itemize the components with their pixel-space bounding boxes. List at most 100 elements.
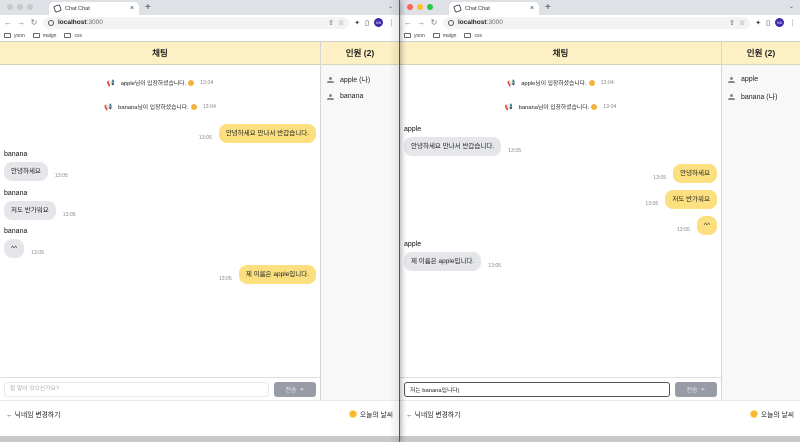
chat-panel: 채팅 📢 apple님이 입장하셨습니다. 13:04 📢 banana님이 입… [0,42,321,400]
tab-search-chevron-icon[interactable]: ⌄ [387,4,393,10]
message-sender: banana [4,228,28,235]
bookmark-folder-malgn[interactable]: malgn [432,33,456,39]
close-tab-icon[interactable]: × [529,5,534,12]
close-window-button[interactable] [7,4,13,10]
bookmark-folder-css[interactable]: css [64,33,82,39]
profile-avatar[interactable]: KB [374,18,383,27]
share-icon[interactable]: ⇧ [328,19,334,27]
bookmark-folder-yoon[interactable]: yoon [404,33,425,39]
message-list[interactable]: 📢 apple님이 입장하셨습니다. 13:04 📢 banana님이 입장하셨… [0,65,320,377]
app-footer: ← 닉네임 변경하기 오늘의 날씨 [0,400,399,436]
message-bubble: 저도 반가워요 [665,190,717,209]
message-list[interactable]: 📢 apple님이 입장하셨습니다. 13:04 📢 banana님이 입장하셨… [400,65,721,377]
message-bubble: 제 이름은 apple입니다. [238,265,316,284]
message-row: 저도 반가워요 13:05 [4,201,316,220]
tab-chat-chat[interactable]: Chat Chat × [449,2,539,15]
extensions-icon[interactable]: ✦ [354,19,361,27]
app-main: 채팅 📢 apple님이 입장하셨습니다. 13:04 📢 banana님이 입… [0,42,399,400]
message-sender: apple [404,241,422,248]
bookmarks-bar: yoon malgn css [0,30,399,42]
tab-strip: Chat Chat × + ⌄ [0,0,399,15]
message-row: 13:05 저도 반가워요 [404,190,717,209]
message-bubble: 안녕하세요 [673,164,717,183]
change-nickname-link[interactable]: ← 닉네임 변경하기 [6,412,61,419]
bookmark-folder-malgn[interactable]: malgn [32,33,56,39]
new-tab-button[interactable]: + [145,2,151,13]
notice-time: 13:04 [200,79,214,86]
weather-link[interactable]: 오늘의 날씨 [750,409,794,419]
message-row: 13:05 안녕하세요 만나서 반갑습니다. [4,124,316,143]
message-row: 13:05 안녕하세요 [404,164,717,183]
smile-emoji-icon [591,104,598,111]
chat-app: 채팅 📢 apple님이 입장하셨습니다. 13:04 📢 banana님이 입… [0,42,399,442]
message-sender: apple [404,126,422,133]
side-panel-icon[interactable]: ▯ [766,19,770,27]
message-time: 13:05 [508,148,522,154]
back-button[interactable]: ← [4,18,12,27]
reload-button[interactable]: ↻ [30,18,38,27]
bookmark-star-icon[interactable]: ☆ [738,19,746,27]
profile-avatar[interactable]: KB [775,18,784,27]
address-bar[interactable]: localhost:3000 ⇧ ☆ [43,16,350,29]
back-button[interactable]: ← [404,18,412,27]
folder-icon [464,33,472,38]
megaphone-icon: 📢 [507,79,516,87]
forward-button[interactable]: → [17,18,25,27]
message-row: 제 이름은 apple입니다. 13:05 [404,252,717,271]
message-time: 13:05 [31,250,45,256]
send-icon: ➢ [299,386,305,393]
tab-strip: Chat Chat × + ⌄ [400,0,800,15]
browser-menu-icon[interactable]: ⋮ [388,19,395,27]
person-icon [327,76,334,83]
close-tab-icon[interactable]: × [129,5,134,12]
chat-favicon-icon [53,4,62,13]
chat-panel: 채팅 📢 apple님이 입장하셨습니다. 13:04 📢 banana님이 입… [400,42,722,400]
reload-button[interactable]: ↻ [430,18,438,27]
tab-search-chevron-icon[interactable]: ⌄ [788,4,794,10]
message-time: 13:05 [676,227,690,233]
close-window-button[interactable] [407,4,413,10]
message-time: 13:05 [54,173,68,179]
address-bar[interactable]: localhost:3000 ⇧ ☆ [443,16,751,29]
users-list: apple banana (나) [722,65,800,105]
message-sender: banana [4,190,28,197]
maximize-window-button[interactable] [427,4,433,10]
message-input[interactable] [4,381,269,397]
bookmark-star-icon[interactable]: ☆ [337,19,345,27]
new-tab-button[interactable]: + [545,2,551,13]
extensions-icon[interactable]: ✦ [755,19,762,27]
notice-time: 13:04 [202,103,216,110]
folder-icon [32,33,40,38]
chat-app: 채팅 📢 apple님이 입장하셨습니다. 13:04 📢 banana님이 입… [400,42,800,442]
message-time: 13:05 [62,212,76,218]
message-input[interactable] [404,381,670,397]
browser-menu-icon[interactable]: ⋮ [789,19,796,27]
minimize-window-button[interactable] [417,4,423,10]
change-nickname-link[interactable]: ← 닉네임 변경하기 [406,412,461,419]
message-row: 안녕하세요 13:05 [4,162,316,181]
message-row: 안녕하세요 만나서 반갑습니다. 13:05 [404,137,717,156]
smile-emoji-icon [588,80,595,87]
chat-favicon-icon [453,4,462,13]
side-panel-icon[interactable]: ▯ [365,19,369,27]
system-notice: 📢 banana님이 입장하셨습니다. 13:04 [104,103,216,112]
share-icon[interactable]: ⇧ [729,19,735,27]
send-button[interactable]: 전송➢ [274,381,316,397]
site-info-icon[interactable] [448,19,454,26]
minimize-window-button[interactable] [17,4,23,10]
bookmark-folder-css[interactable]: css [464,33,482,39]
message-time: 13:05 [488,263,502,269]
user-item: banana (나) [722,88,800,105]
send-button[interactable]: 전송➢ [675,381,717,397]
weather-link[interactable]: 오늘의 날씨 [349,409,393,419]
window-controls [400,4,439,15]
site-info-icon[interactable] [48,19,54,26]
browser-window-left: Chat Chat × + ⌄ ← → ↻ localhost:3000 ⇧ ☆… [0,0,399,442]
maximize-window-button[interactable] [27,4,33,10]
forward-button[interactable]: → [417,18,425,27]
bookmark-folder-yoon[interactable]: yoon [4,33,25,39]
message-bubble: 안녕하세요 [4,162,48,181]
message-time: 13:05 [218,276,232,282]
tab-chat-chat[interactable]: Chat Chat × [49,2,139,15]
